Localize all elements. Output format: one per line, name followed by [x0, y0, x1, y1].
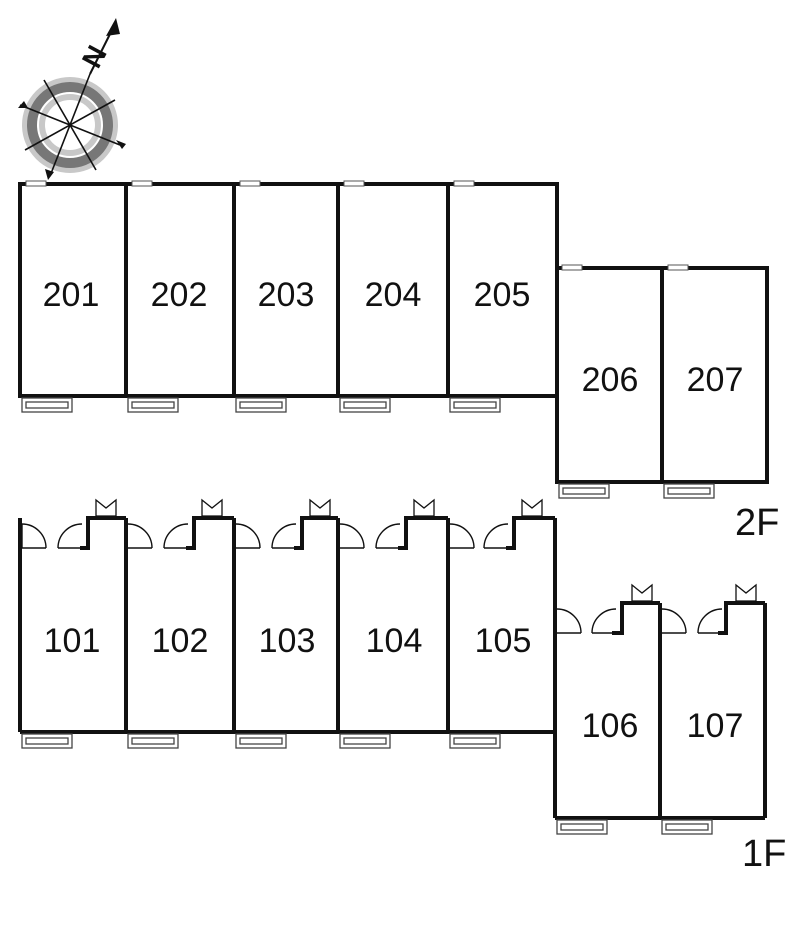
unit-label-103: 103 — [259, 622, 316, 660]
floor-1f-doors — [21, 523, 723, 634]
unit-label-203: 203 — [258, 276, 315, 314]
floor-1f-balconies — [21, 733, 713, 835]
floor-2f-top-windows — [25, 180, 689, 271]
floor-label-1f: 1F — [742, 833, 786, 875]
unit-label-106: 106 — [582, 707, 639, 745]
unit-label-206: 206 — [582, 361, 639, 399]
unit-label-202: 202 — [151, 276, 208, 314]
floor-1f-top-fixtures — [95, 498, 757, 602]
unit-label-205: 205 — [474, 276, 531, 314]
floor-2f-plan — [18, 182, 769, 484]
unit-label-105: 105 — [475, 622, 532, 660]
floor-2f-balconies — [21, 397, 715, 499]
unit-label-204: 204 — [365, 276, 422, 314]
unit-label-201: 201 — [43, 276, 100, 314]
compass-north-label: N — [76, 40, 113, 72]
unit-label-102: 102 — [152, 622, 209, 660]
floor-label-2f: 2F — [735, 502, 779, 544]
unit-label-207: 207 — [687, 361, 744, 399]
compass-icon: N — [18, 18, 126, 180]
unit-label-107: 107 — [687, 707, 744, 745]
floor-1f-plan — [18, 516, 767, 820]
unit-label-104: 104 — [366, 622, 423, 660]
unit-label-101: 101 — [44, 622, 101, 660]
